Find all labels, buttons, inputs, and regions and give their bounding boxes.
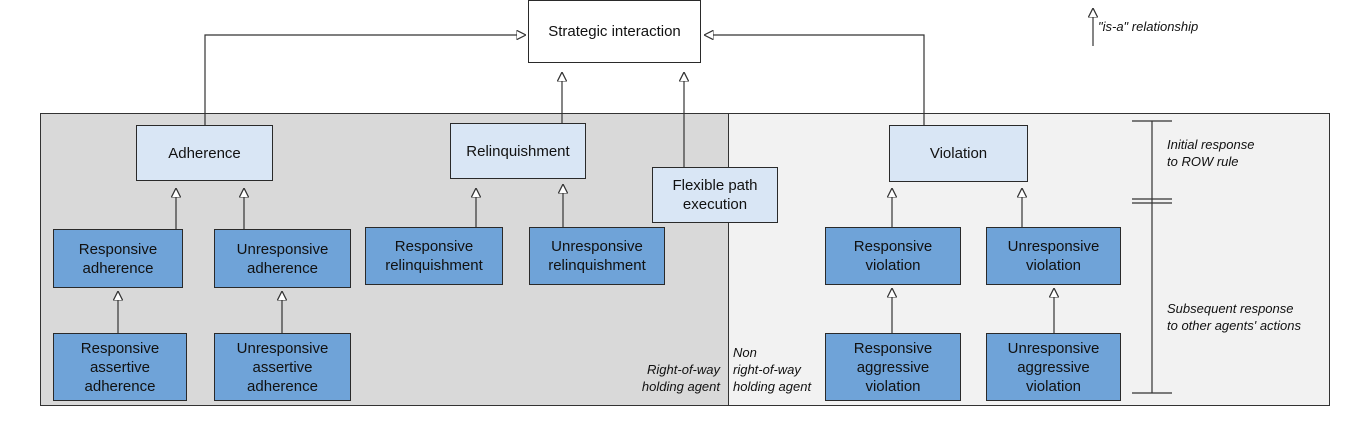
relinquishment-node: Relinquishment (450, 123, 586, 179)
edge-adherence-root (204, 35, 525, 125)
responsive-violation-node: Responsive violation (825, 227, 961, 285)
unresponsive-aggressive-violation-node: Unresponsive aggressive violation (986, 333, 1121, 401)
edge-violation-root (705, 35, 925, 125)
initial-response-label: Initial response to ROW rule (1167, 137, 1255, 169)
legend-label: "is-a" relationship (1098, 19, 1199, 34)
responsive-assertive-adherence-node: Responsive assertive adherence (53, 333, 187, 401)
unresponsive-adherence-node: Unresponsive adherence (214, 229, 351, 288)
unresponsive-relinquishment-node: Unresponsive relinquishment (529, 227, 665, 285)
responsive-aggressive-violation-node: Responsive aggressive violation (825, 333, 961, 401)
subsequent-response-label: Subsequent response to other agents' act… (1167, 301, 1302, 333)
flexible-path-node: Flexible path execution (652, 167, 778, 223)
responsive-relinquishment-node: Responsive relinquishment (365, 227, 503, 285)
row-holding-label: Right-of-way holding agent (641, 362, 720, 394)
responsive-adherence-node: Responsive adherence (53, 229, 183, 288)
non-row-holding-label: Non right-of-way holding agent (733, 345, 812, 394)
strategic-interaction-node: Strategic interaction (528, 0, 701, 63)
violation-node: Violation (889, 125, 1028, 182)
unresponsive-violation-node: Unresponsive violation (986, 227, 1121, 285)
adherence-node: Adherence (136, 125, 273, 181)
unresponsive-assertive-adherence-node: Unresponsive assertive adherence (214, 333, 351, 401)
